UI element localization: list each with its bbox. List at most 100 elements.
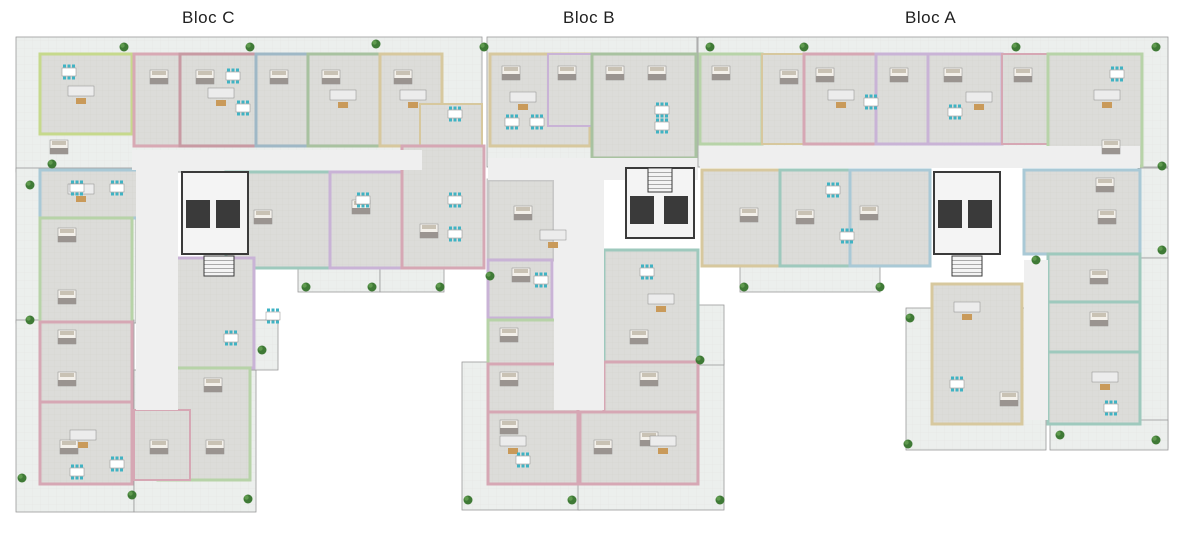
chair xyxy=(645,264,649,268)
table-top xyxy=(223,333,239,343)
chair xyxy=(506,126,509,130)
dining-table-icon xyxy=(1109,66,1125,82)
bed-icon xyxy=(1089,269,1109,285)
plant-icon xyxy=(25,315,35,325)
plant-icon xyxy=(799,42,809,52)
bed-icon xyxy=(499,419,519,435)
chair xyxy=(831,182,835,186)
chair xyxy=(241,100,245,104)
plant-icon xyxy=(695,355,705,365)
table-top xyxy=(825,185,841,195)
furniture-layer xyxy=(49,64,1125,480)
chair xyxy=(1120,66,1123,70)
bed-pillow xyxy=(1098,179,1112,183)
chair xyxy=(521,464,525,468)
dining-table-icon xyxy=(1103,400,1119,416)
chair xyxy=(120,180,123,184)
bed-pillow xyxy=(504,67,518,71)
plant-highlight xyxy=(1158,162,1163,167)
sofa-icon xyxy=(953,301,981,320)
chair xyxy=(531,114,534,118)
chair xyxy=(361,192,365,196)
chair xyxy=(850,228,853,232)
chair xyxy=(237,100,240,104)
bed-blanket xyxy=(606,74,624,80)
bed-blanket xyxy=(204,386,222,392)
plant-highlight xyxy=(1152,436,1157,441)
bed-blanket xyxy=(58,236,76,242)
bed-icon xyxy=(1013,67,1033,83)
chair xyxy=(458,118,461,122)
plant-icon xyxy=(1157,161,1167,171)
chair xyxy=(841,240,844,244)
plant-icon xyxy=(435,282,445,292)
bed-pillow xyxy=(324,71,338,75)
chair xyxy=(458,106,461,110)
chair xyxy=(453,118,457,122)
chair xyxy=(453,238,457,242)
coffee-table xyxy=(656,306,666,312)
coffee-table xyxy=(518,104,528,110)
bed-blanket xyxy=(1000,400,1018,406)
bed-pillow xyxy=(782,71,796,75)
chair xyxy=(236,80,239,84)
bed-pillow xyxy=(798,211,812,215)
bed-icon xyxy=(253,209,273,225)
plant-highlight xyxy=(436,283,441,288)
plant-highlight xyxy=(244,495,249,500)
chair xyxy=(63,64,66,68)
sofa-icon xyxy=(647,293,675,312)
bed-icon xyxy=(513,205,533,221)
chair xyxy=(115,456,119,460)
bed-icon xyxy=(999,391,1019,407)
dining-table-icon xyxy=(447,106,463,122)
table-top xyxy=(355,195,371,205)
bed-blanket xyxy=(780,78,798,84)
plant-highlight xyxy=(906,314,911,319)
coffee-table xyxy=(76,98,86,104)
bed-blanket xyxy=(150,448,168,454)
bed-blanket xyxy=(944,76,962,82)
chair xyxy=(80,180,83,184)
chair xyxy=(960,388,963,392)
dining-table-icon xyxy=(109,180,125,196)
chair xyxy=(836,182,839,186)
table-top xyxy=(949,379,965,389)
plant-highlight xyxy=(568,496,573,501)
stair-icon xyxy=(647,167,673,193)
chair xyxy=(665,130,668,134)
bed-blanket xyxy=(500,428,518,434)
chair xyxy=(234,342,237,346)
bed-icon xyxy=(57,329,77,345)
bed-blanket xyxy=(420,232,438,238)
bed-icon xyxy=(149,439,169,455)
plant-icon xyxy=(705,42,715,52)
bed-icon xyxy=(419,223,439,239)
bed-pillow xyxy=(152,441,166,445)
bloc-a-title: Bloc A xyxy=(905,8,957,27)
table-top xyxy=(69,467,85,477)
chair xyxy=(453,106,457,110)
plant-icon xyxy=(903,439,913,449)
bed-blanket xyxy=(206,448,224,454)
plant-highlight xyxy=(464,496,469,501)
plant-icon xyxy=(243,494,253,504)
bed-pillow xyxy=(650,67,664,71)
bed-blanket xyxy=(1090,320,1108,326)
table-top xyxy=(947,107,963,117)
chair xyxy=(953,104,957,108)
chair xyxy=(71,476,74,480)
chair xyxy=(831,194,835,198)
chair xyxy=(67,64,71,68)
bloc-a-terrace-right xyxy=(1137,167,1169,259)
chair xyxy=(449,192,452,196)
sofa-body xyxy=(953,301,981,313)
dining-table-icon xyxy=(61,64,77,80)
elevator-icon xyxy=(630,196,654,224)
chair xyxy=(665,118,668,122)
chair xyxy=(641,264,644,268)
table-top xyxy=(447,109,463,119)
chair xyxy=(958,116,961,120)
bed-blanket xyxy=(1096,186,1114,192)
plant-highlight xyxy=(302,283,307,288)
